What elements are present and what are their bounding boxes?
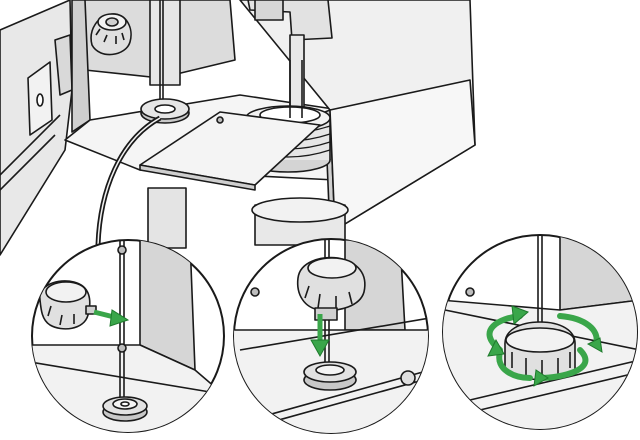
down-arrow-icon [310,314,330,358]
knob-icon [296,256,366,321]
plate-screw [216,116,224,124]
knob-icon [504,321,576,381]
detail-step-2 [233,238,429,434]
detail-step-3 [442,234,638,430]
gland-nut-icon [102,396,148,422]
latch-hole [36,93,44,107]
main-assembly [0,0,476,256]
plate-screw [400,370,416,386]
gland-nut-icon [140,98,190,124]
detail-step-1 [31,239,225,433]
gland-nut-icon [303,361,357,391]
lower-column [147,187,187,249]
back-post [149,0,181,86]
door-seam-2 [0,134,56,191]
door-seam [0,114,61,176]
knob-icon [39,280,97,330]
insert-arrow-icon [93,309,130,327]
housing-face [329,79,476,231]
top-bracket [254,0,284,21]
knob-icon [90,13,132,56]
